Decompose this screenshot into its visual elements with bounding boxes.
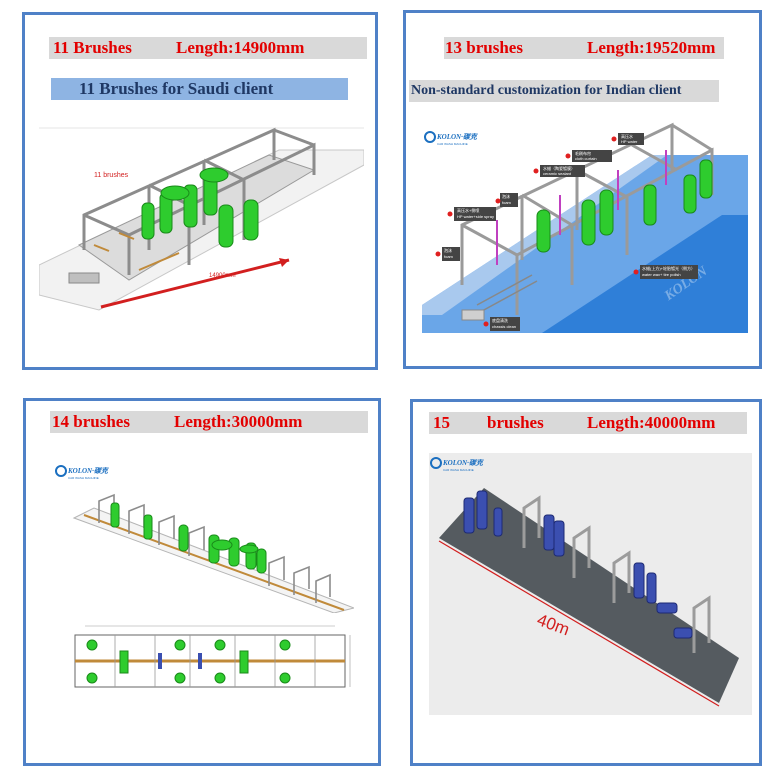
client-subtitle: Non-standard customization for Indian cl…: [409, 80, 719, 102]
callout-en: foam: [502, 200, 512, 205]
brush-count: 15: [433, 413, 450, 432]
panel-fourteen: 14 brushes Length:30000mm KOLON·碳克 CAR W…: [23, 398, 381, 766]
brush-count: 11 Brushes: [53, 38, 132, 57]
callout-cn: 泡沫: [444, 247, 452, 253]
logo-subtext: CAR WASH MACHINE: [437, 142, 468, 146]
dimension-arrow: [100, 258, 290, 309]
logo-text: KOLON·碳克: [436, 132, 479, 141]
callout-cn: 泡沫: [502, 193, 510, 199]
drawing-15-brushes: KOLON·碳克 CAR WASH MACHINE: [429, 453, 752, 715]
callout-cn: 高压水: [621, 133, 633, 139]
callout-en: water wax+ tire polish: [642, 272, 681, 277]
length-label: Length:30000mm: [174, 412, 303, 431]
drawing-14-brushes-plan: [70, 623, 360, 693]
callout-cn: 水蜡(上方)+轮胎镀光（侧方）: [642, 265, 695, 271]
brush-count: 13 brushes: [445, 38, 523, 57]
callout-en: HP water+side spray: [457, 214, 494, 219]
drawing-13-brushes: KOLON·碳克 CAR WASH MACHINE KOLON 高压水 HP w…: [422, 115, 748, 333]
panel-indian: 13 brushes Length:19520mm Non-standard c…: [403, 10, 762, 369]
kolon-logo-icon: [430, 457, 442, 469]
callout-en: ceramic sealant: [543, 171, 572, 176]
drawing-label: 11 brushes: [94, 172, 129, 179]
length-label: Length:14900mm: [176, 38, 305, 57]
panel-saudi: 11 Brushes Length:14900mm 11 Brushes for…: [22, 12, 378, 370]
length-label: Length:19520mm: [587, 38, 716, 57]
callout-en: foam: [444, 254, 454, 259]
callout-cn: 毛刷布帘: [575, 150, 591, 156]
logo-text: KOLON·碳克: [67, 466, 110, 475]
brush-count: 14 brushes: [52, 412, 130, 431]
drawing-11-brushes: 11 brushes 14900mm: [39, 125, 364, 315]
brush-word: brushes: [487, 413, 544, 432]
callout-en: cloth curtain: [575, 156, 597, 161]
callout-cn: 水蜡（陶瓷镀膜）: [543, 165, 575, 171]
panel-title-bar: 11 Brushes Length:14900mm: [49, 37, 367, 59]
length-label: Length:40000mm: [587, 413, 716, 432]
logo-text: KOLON·碳克: [442, 458, 485, 467]
kolon-logo-icon: [424, 131, 436, 143]
panel-title-bar: 15 brushes Length:40000mm: [429, 412, 747, 434]
logo-subtext: CAR WASH MACHINE: [68, 476, 99, 480]
callout-cn: 底盘清洗: [492, 317, 508, 323]
panel-title-bar: 14 brushes Length:30000mm: [50, 411, 368, 433]
panel-fifteen: 15 brushes Length:40000mm KOLON·碳克 CAR W…: [410, 399, 762, 766]
kolon-logo-icon: [55, 465, 67, 477]
callout-en: chassis clean: [492, 324, 516, 329]
drawing-14-brushes-iso: KOLON·碳克 CAR WASH MACHINE: [54, 453, 354, 613]
panel-title-bar: 13 brushes Length:19520mm: [444, 37, 724, 59]
callout-en: HP water: [621, 139, 638, 144]
client-subtitle: 11 Brushes for Saudi client: [51, 78, 348, 100]
logo-subtext: CAR WASH MACHINE: [443, 468, 474, 472]
callout-cn: 高压水+侧喷: [457, 207, 479, 213]
